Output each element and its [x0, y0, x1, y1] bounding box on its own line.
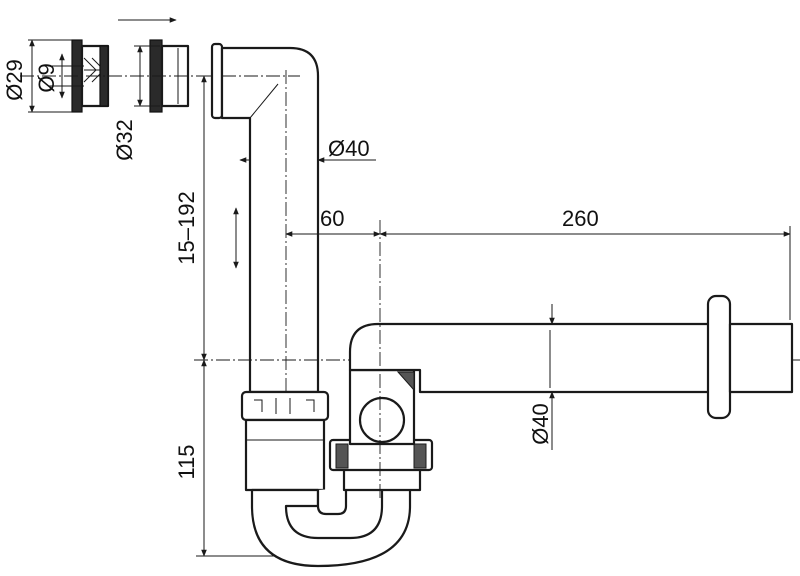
trap-right-chamber: [328, 368, 434, 492]
dim-d32-label: Ø32: [112, 119, 137, 161]
u-bend: [250, 486, 412, 568]
inlet-wall-flange: [210, 42, 224, 120]
dim-length-label: 260: [562, 206, 599, 231]
union-nut-left: [240, 390, 330, 422]
outlet-pipe: [348, 322, 722, 394]
inlet-elbow-pipe: [220, 46, 320, 394]
dim-d29-label: Ø29: [2, 59, 27, 101]
dim-trap-depth-label: 115: [174, 444, 199, 479]
dim-offset-label: 60: [320, 206, 344, 231]
dim-d40-outlet-label: Ø40: [528, 403, 553, 445]
dim-height-range-label: 15–192: [174, 191, 199, 264]
outlet-wall-rosette: [706, 294, 794, 420]
trap-body-left: [244, 418, 326, 492]
dim-d40-top-label: Ø40: [328, 136, 370, 161]
dim-d9-label: Ø9: [34, 63, 59, 92]
